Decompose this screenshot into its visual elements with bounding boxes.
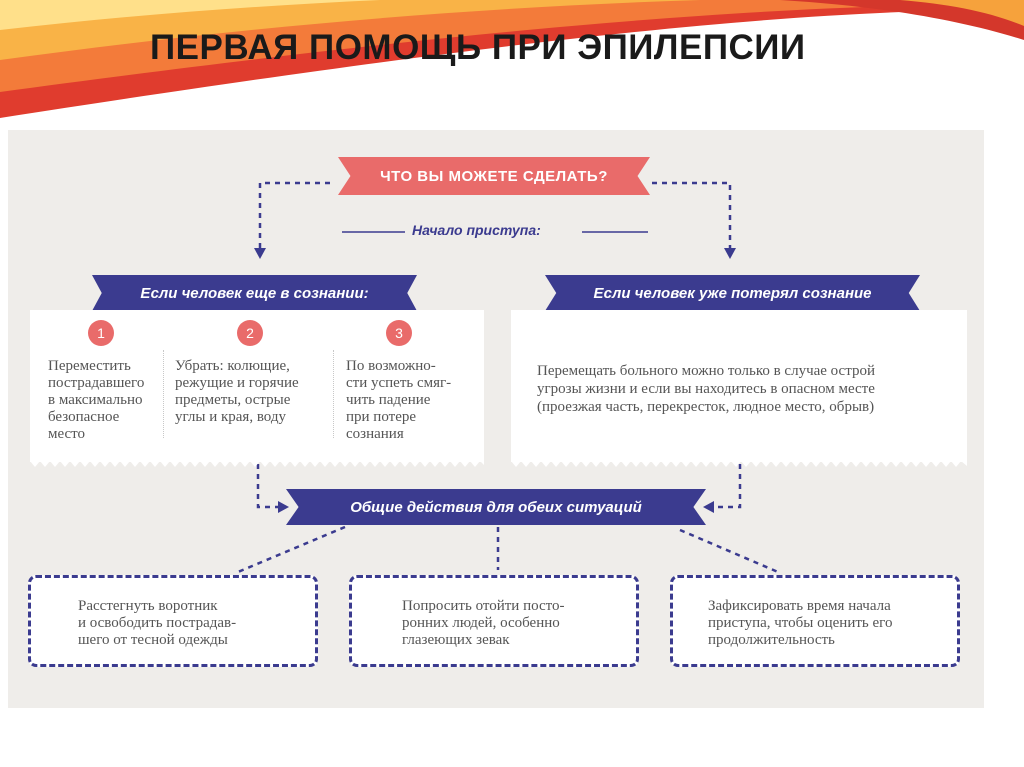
action-text-bystanders: Попросить отойти посто- ронних людей, ос… [402,598,565,648]
action-box-collar: Расстегнуть воротник и освободить постра… [28,575,318,667]
action-text-time: Зафиксировать время начала приступа, что… [708,598,893,648]
step-number-1: 1 [88,320,114,346]
step-number-2: 2 [237,320,263,346]
column-divider [333,350,334,438]
unconscious-text: Перемещать больного можно только в случа… [537,363,875,415]
unconscious-banner: Если человек уже потерял сознание [545,275,920,311]
unconscious-card [511,310,967,462]
slide-title: ПЕРВАЯ ПОМОЩЬ ПРИ ЭПИЛЕПСИИ [150,28,806,67]
what-can-you-do-banner: ЧТО ВЫ МОЖЕТЕ СДЕЛАТЬ? [338,157,650,195]
step-text-3: По возможно- сти успеть смяг- чить паден… [346,358,452,442]
step-text-2: Убрать: колющие, режущие и горячие предм… [175,358,299,425]
action-box-bystanders: Попросить отойти посто- ронних людей, ос… [349,575,639,667]
action-box-time: Зафиксировать время начала приступа, что… [670,575,960,667]
step-text-1: Переместить пострадавшего в максимально … [48,358,145,442]
conscious-banner: Если человек еще в сознании: [92,275,417,311]
decorative-swoosh [0,0,1024,118]
step-number-3: 3 [386,320,412,346]
column-divider [163,350,164,438]
common-actions-banner: Общие действия для обеих ситуаций [286,489,706,525]
action-text-collar: Расстегнуть воротник и освободить постра… [78,598,237,648]
seizure-start-label: Начало приступа: [412,222,541,238]
